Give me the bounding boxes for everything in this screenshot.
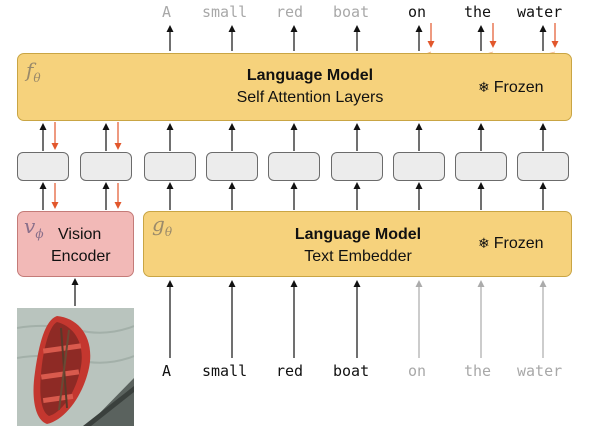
self-attention-subtitle: Self Attention Layers [236,89,384,106]
embedding-box [80,152,132,181]
snowflake-icon: ❄ [478,235,490,251]
embedding-box [206,152,258,181]
rowboat-image [17,308,134,426]
output-token-small: small [202,3,248,21]
frozen-label-top: ❄Frozen [478,79,544,96]
text-embedder-subtitle: Text Embedder [304,248,412,265]
vision-encoder-line2: Encoder [51,248,111,265]
embedding-box [17,152,69,181]
frozen-label-bottom: ❄Frozen [478,235,544,252]
embedding-box [393,152,445,181]
input-token-small: small [202,362,248,380]
input-token-red: red [276,362,304,380]
f-theta-symbol: fθ [26,58,41,85]
embedding-box [517,152,569,181]
text-embedder-block [143,211,572,277]
output-token-a: A [162,3,172,21]
input-token-boat: boat [333,362,370,380]
text-embedder-title: Language Model [294,226,422,243]
g-theta-symbol: gθ [152,212,173,239]
output-token-on: on [408,3,427,21]
output-token-boat: boat [333,3,370,21]
input-token-water: water [517,362,563,380]
input-token-a: A [162,362,172,380]
vision-encoder-block [17,211,134,277]
embedding-box [331,152,383,181]
vision-encoder-line1: Vision [58,226,102,243]
embedding-box [268,152,320,181]
embedding-box [455,152,507,181]
output-token-red: red [276,3,304,21]
self-attention-block [17,53,572,121]
output-token-the: the [464,3,492,21]
embedding-box [144,152,196,181]
v-phi-symbol: vϕ [24,214,44,241]
output-token-water: water [517,3,563,21]
input-token-on: on [408,362,427,380]
snowflake-icon: ❄ [478,79,490,95]
input-token-the: the [464,362,492,380]
self-attention-title: Language Model [246,67,374,84]
